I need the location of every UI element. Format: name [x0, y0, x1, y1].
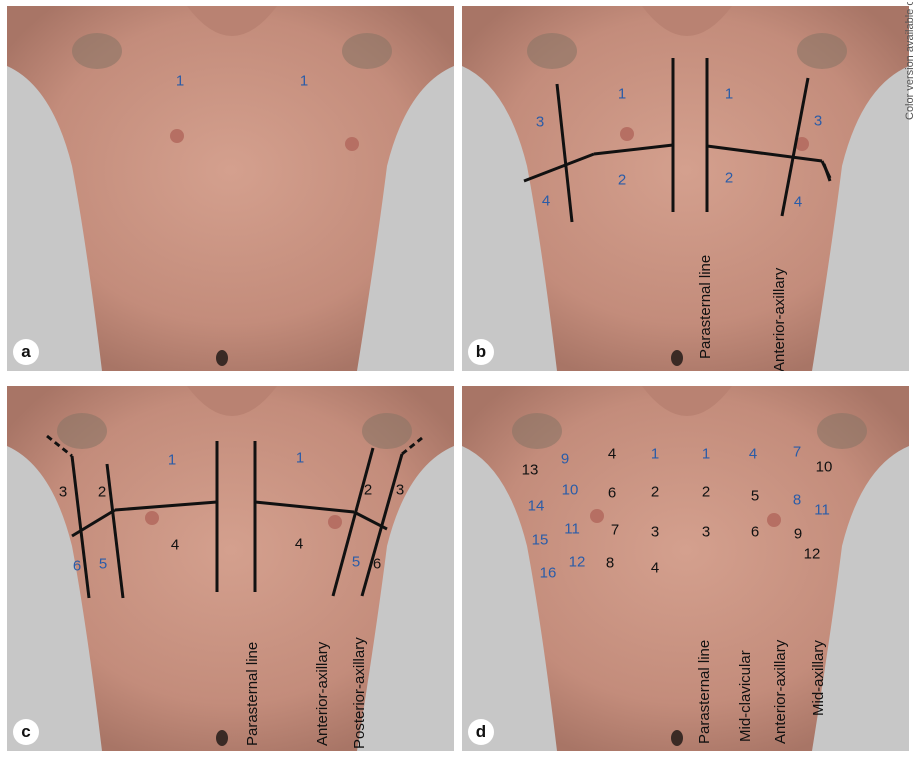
panel-badge-a: a [13, 339, 39, 365]
zone-label: 4 [171, 538, 179, 553]
zone-label: 5 [751, 489, 759, 504]
zone-label: 10 [816, 460, 833, 475]
zone-label: 8 [793, 493, 801, 508]
zone-label: 11 [814, 503, 830, 518]
zone-label: 12 [804, 547, 821, 562]
zone-label: 9 [794, 527, 802, 542]
torso-image-a [7, 6, 454, 371]
zone-label: 5 [352, 555, 360, 570]
zone-label: 1 [702, 447, 710, 462]
zone-label: 1 [651, 447, 659, 462]
torso-image-b [462, 6, 909, 371]
zone-label: 4 [295, 537, 303, 552]
panel-a: 1 1 a [7, 6, 454, 371]
zone-label: 3 [814, 114, 822, 129]
zone-label: 2 [725, 171, 733, 186]
zone-label: 1 [296, 451, 304, 466]
anterior-axillary-label: Anterior-axillary [772, 268, 787, 371]
mid-axillary-label: Mid-axillary [811, 640, 826, 716]
zone-label: 8 [606, 556, 614, 571]
torso-image-d [462, 386, 909, 751]
zone-label: 16 [540, 566, 557, 581]
zone-label: 1 [176, 74, 184, 89]
zone-label: 7 [793, 445, 801, 460]
zone-label: 10 [562, 483, 579, 498]
zone-label: 1 [725, 87, 733, 102]
zone-label: 4 [542, 194, 550, 209]
zone-label: 6 [608, 486, 616, 501]
zone-label: 3 [702, 525, 710, 540]
panel-d: 1 1 2 2 3 3 4 4 4 5 6 6 7 7 8 8 9 9 10 1… [462, 386, 909, 751]
zone-label: 3 [651, 525, 659, 540]
panel-badge-d: d [468, 719, 494, 745]
zone-label: 2 [364, 483, 372, 498]
panel-c: 1 1 2 2 3 3 4 4 5 5 6 6 Parasternal line… [7, 386, 454, 751]
zone-label: 6 [751, 525, 759, 540]
zone-label: 11 [564, 522, 580, 537]
zone-label: 4 [749, 447, 757, 462]
anterior-axillary-label: Anterior-axillary [773, 640, 788, 744]
zone-label: 4 [651, 561, 659, 576]
posterior-axillary-label: Posterior-axillary [352, 637, 367, 749]
panel-b: 1 1 2 2 3 3 4 4 Parasternal line Anterio… [462, 6, 909, 371]
zone-label: 5 [99, 557, 107, 572]
zone-label: 3 [536, 115, 544, 130]
zone-label: 1 [300, 74, 308, 89]
zone-label: 2 [651, 485, 659, 500]
zone-label: 2 [618, 173, 626, 188]
zone-label: 4 [794, 195, 802, 210]
mid-clavicular-label: Mid-clavicular [738, 650, 753, 742]
zone-label: 4 [608, 447, 616, 462]
zone-label: 9 [561, 452, 569, 467]
panel-badge-c: c [13, 719, 39, 745]
parasternal-line-label: Parasternal line [697, 640, 712, 744]
panel-badge-b: b [468, 339, 494, 365]
anterior-axillary-label: Anterior-axillary [315, 642, 330, 746]
zone-label: 6 [73, 559, 81, 574]
zone-label: 2 [702, 485, 710, 500]
zone-label: 3 [396, 483, 404, 498]
color-version-text: Color version available online [904, 2, 916, 120]
zone-label: 2 [98, 485, 106, 500]
parasternal-line-label: Parasternal line [698, 255, 713, 359]
color-version-note: Color version available online [902, 2, 918, 122]
zone-label: 3 [59, 485, 67, 500]
zone-label: 15 [532, 533, 549, 548]
zone-label: 6 [373, 557, 381, 572]
zone-label: 1 [168, 453, 176, 468]
zone-label: 12 [569, 555, 586, 570]
parasternal-line-label: Parasternal line [245, 642, 260, 746]
zone-label: 1 [618, 87, 626, 102]
zone-label: 7 [611, 523, 619, 538]
zone-label: 14 [528, 499, 545, 514]
zone-label: 13 [522, 463, 539, 478]
